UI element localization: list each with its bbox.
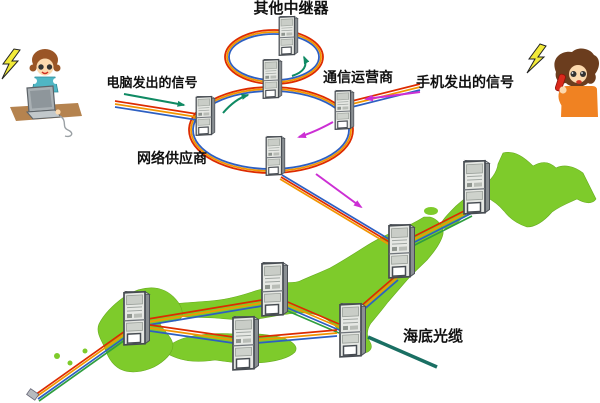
person-computer-user	[1, 48, 82, 138]
relay-ring-bottom	[265, 134, 286, 176]
mobile-signal-arrow	[364, 91, 421, 102]
man-face	[569, 65, 587, 83]
woman-sleeve	[31, 78, 37, 84]
label-submarine-cable: 海底光缆	[403, 327, 463, 345]
map-small-island	[82, 348, 88, 354]
map-small-island	[67, 360, 73, 366]
diagram-labels: 其他中继器 电脑发出的信号 通信运营商 手机发出的信号 网络供应商 海底光缆	[106, 0, 514, 345]
man-glasses-glint	[571, 72, 574, 74]
lightning-icon	[1, 48, 21, 80]
cables	[34, 83, 473, 402]
cable-west-honshu-to-kyushu	[147, 299, 263, 326]
man-shirt	[561, 86, 598, 117]
cable-kanto-to-shikoku	[256, 329, 338, 344]
woman-hair-side	[29, 64, 37, 72]
label-network-provider: 网络供应商	[137, 150, 207, 166]
relay-network-provider	[195, 94, 216, 136]
lightning-icon	[526, 43, 547, 74]
label-telecom-operator: 通信运营商	[323, 69, 393, 85]
ring-to-map-arrow-magenta	[315, 173, 363, 209]
map-small-island	[54, 353, 60, 359]
label-mobile-signal: 手机发出的信号	[416, 74, 514, 90]
phone	[554, 73, 566, 92]
label-other-repeaters: 其他中继器	[253, 0, 329, 17]
ring-flow-arrow-magenta	[297, 121, 334, 138]
relay-shikoku	[232, 314, 260, 371]
man-glasses	[570, 71, 577, 77]
map-small-island	[424, 207, 438, 215]
relay-ring-junction	[262, 57, 283, 99]
label-computer-signal: 电脑发出的信号	[106, 75, 197, 90]
relay-west-honshu	[261, 260, 289, 317]
woman-face	[36, 58, 54, 76]
woman-hand	[55, 109, 61, 115]
relay-kyushu	[123, 289, 151, 346]
relay-kanto	[339, 301, 367, 358]
woman-glasses	[46, 64, 53, 70]
woman-mouth	[41, 71, 49, 75]
relay-other-repeater	[278, 14, 299, 56]
cable-end-connector	[26, 388, 40, 401]
laptop-screen-panel	[30, 89, 52, 109]
man-glasses-glint	[581, 72, 583, 74]
cable-computer-to-provider	[114, 100, 198, 121]
person-mobile-user	[526, 43, 599, 117]
cable-kanto-to-west-honshu	[282, 299, 340, 334]
ring-flow-arrow-teal	[222, 94, 250, 114]
cable-ring-to-tohoku	[279, 174, 398, 249]
map-hokkaido	[438, 152, 597, 229]
man-mouth	[576, 80, 582, 84]
upper-ring-flow-arrow-teal	[291, 55, 310, 77]
cable-tohoku-to-hokkaido	[404, 206, 473, 251]
man-hand	[559, 86, 567, 94]
relay-hokkaido	[463, 158, 491, 215]
woman-sleeve	[53, 78, 59, 84]
woman-glasses	[38, 64, 44, 70]
submarine-cable-line	[367, 335, 438, 369]
cable-kyushu-to-overseas	[34, 328, 133, 402]
cable-shikoku-to-kyushu	[149, 324, 234, 344]
relay-telecom-operator	[334, 88, 355, 130]
man-glasses	[580, 71, 586, 77]
signal-arrows	[123, 55, 421, 209]
japan-map	[54, 152, 597, 373]
map-shikoku	[165, 333, 297, 364]
relay-tohoku	[388, 222, 416, 279]
man-arm	[558, 88, 570, 110]
computer-signal-arrow	[123, 93, 186, 107]
woman-hair-side	[53, 64, 61, 72]
mouse-cable	[59, 115, 73, 138]
